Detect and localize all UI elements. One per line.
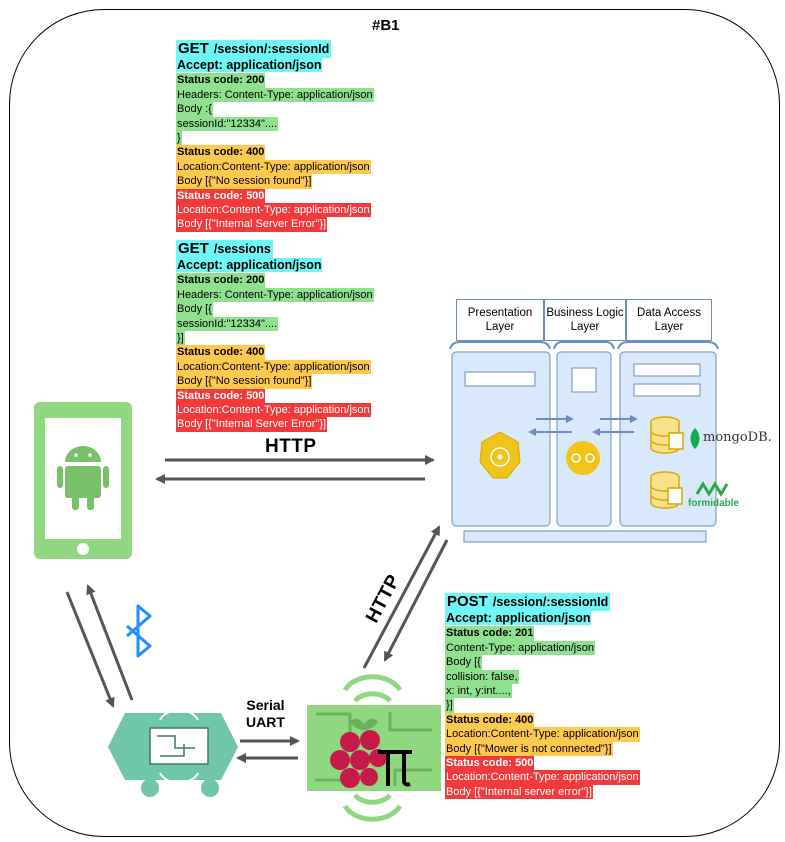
ui-bar [464,371,536,387]
body-line: Body [{"No session found"}] [176,174,313,189]
body-line: sessionId:"12334".... [176,116,279,132]
body-line: Body [{"Internal server error"}] [445,784,593,800]
base-platform-bar [463,530,707,543]
body-line: } [176,131,182,146]
body-line: Body [{"Internal Server Error"}] [176,417,328,432]
database-icon [650,471,683,509]
method-label: GET /sessions [176,240,273,258]
path-text: /session/:sessionId [492,595,609,609]
mongodb-logo-text: mongoDB. [703,430,772,445]
method-text: POST [447,593,488,610]
location-line: Location:Content-Type: application/json [176,359,371,375]
status-500: Status code: 500 [445,756,535,771]
method-text: GET [178,240,209,257]
uart-arrows [236,736,300,763]
status-500: Status code: 500 [176,388,266,404]
status-201: Status code: 201 [445,626,535,641]
gears-icon [566,441,600,475]
method-label: GET /session/:sessionId [176,40,332,58]
location-line: Location:Content-Type: application/json [176,203,371,218]
database-icon [650,416,684,454]
bluetooth-icon [126,604,152,658]
body-line: Body [{"Mower is not connected"}] [445,741,613,757]
logic-bar [571,367,597,393]
inter-layer-arrows [528,415,638,436]
raspberry-pi-icon [307,674,441,822]
serial-label-line: Serial [246,697,285,713]
method-label: POST /session/:sessionId [445,593,611,611]
status-400: Status code: 400 [445,712,535,728]
body-line: }] [176,331,185,346]
response-headers: Headers: Content-Type: application/json [176,287,374,303]
body-line: Body [{"No session found"}] [176,374,313,389]
layer-braces [449,341,719,350]
accept-header: Accept: application/json [445,611,592,626]
serial-uart-label: Serial UART [246,697,285,731]
kubernetes-icon [479,431,521,479]
diagram-frame [9,9,780,837]
business-layer-header: Business Logic Layer [544,299,626,341]
response-headers: Headers: Content-Type: application/json [176,87,374,103]
api-post-session: POST /session/:sessionId Accept: applica… [445,593,640,800]
data-bar [633,383,701,397]
body-line: }] [445,698,454,713]
path-text: /sessions [213,242,271,256]
android-phone-icon [34,402,132,559]
method-text: GET [178,40,209,57]
mower-board-icon [108,709,238,797]
accept-header: Accept: application/json [176,58,323,73]
http-label: HTTP [265,436,317,457]
body-line: x: int, y:int...., [445,684,512,699]
response-headers: Content-Type: application/json [445,640,595,656]
diagram-title: #B1 [372,17,400,34]
path-text: /session/:sessionId [213,42,330,56]
body-line: Body [{ [445,655,482,670]
mongodb-leaf-icon [690,428,700,449]
api-get-sessions: GET /sessions Accept: application/json S… [176,240,374,432]
formidable-mark-icon [695,481,729,497]
body-line: Body [{"Internal Server Error"}] [176,217,328,232]
status-500: Status code: 500 [176,188,266,204]
body-line: Body [{ [176,302,213,317]
data-bar [633,363,701,377]
status-400: Status code: 400 [176,145,266,160]
accept-header: Accept: application/json [176,258,323,273]
location-line: Location:Content-Type: application/json [445,727,640,742]
http-arrows-rpi [362,525,449,669]
serial-label-line: UART [246,714,285,730]
body-line: Body :{ [176,102,213,117]
status-200: Status code: 200 [176,73,266,88]
body-line: collision: false, [445,669,519,685]
presentation-layer-header: Presentation Layer [456,299,544,341]
data-access-layer-header: Data Access Layer [626,299,712,341]
bluetooth-arrows [65,584,134,708]
http-arrows [155,455,435,484]
location-line: Location:Content-Type: application/json [176,159,371,175]
status-400: Status code: 400 [176,345,266,360]
status-200: Status code: 200 [176,273,266,288]
api-get-session: GET /session/:sessionId Accept: applicat… [176,40,374,232]
body-line: sessionId:"12334".... [176,316,279,332]
location-line: Location:Content-Type: application/json [445,770,640,785]
formidable-logo-text: formidable [688,498,740,509]
location-line: Location:Content-Type: application/json [176,403,371,418]
business-layer-box [556,351,612,527]
